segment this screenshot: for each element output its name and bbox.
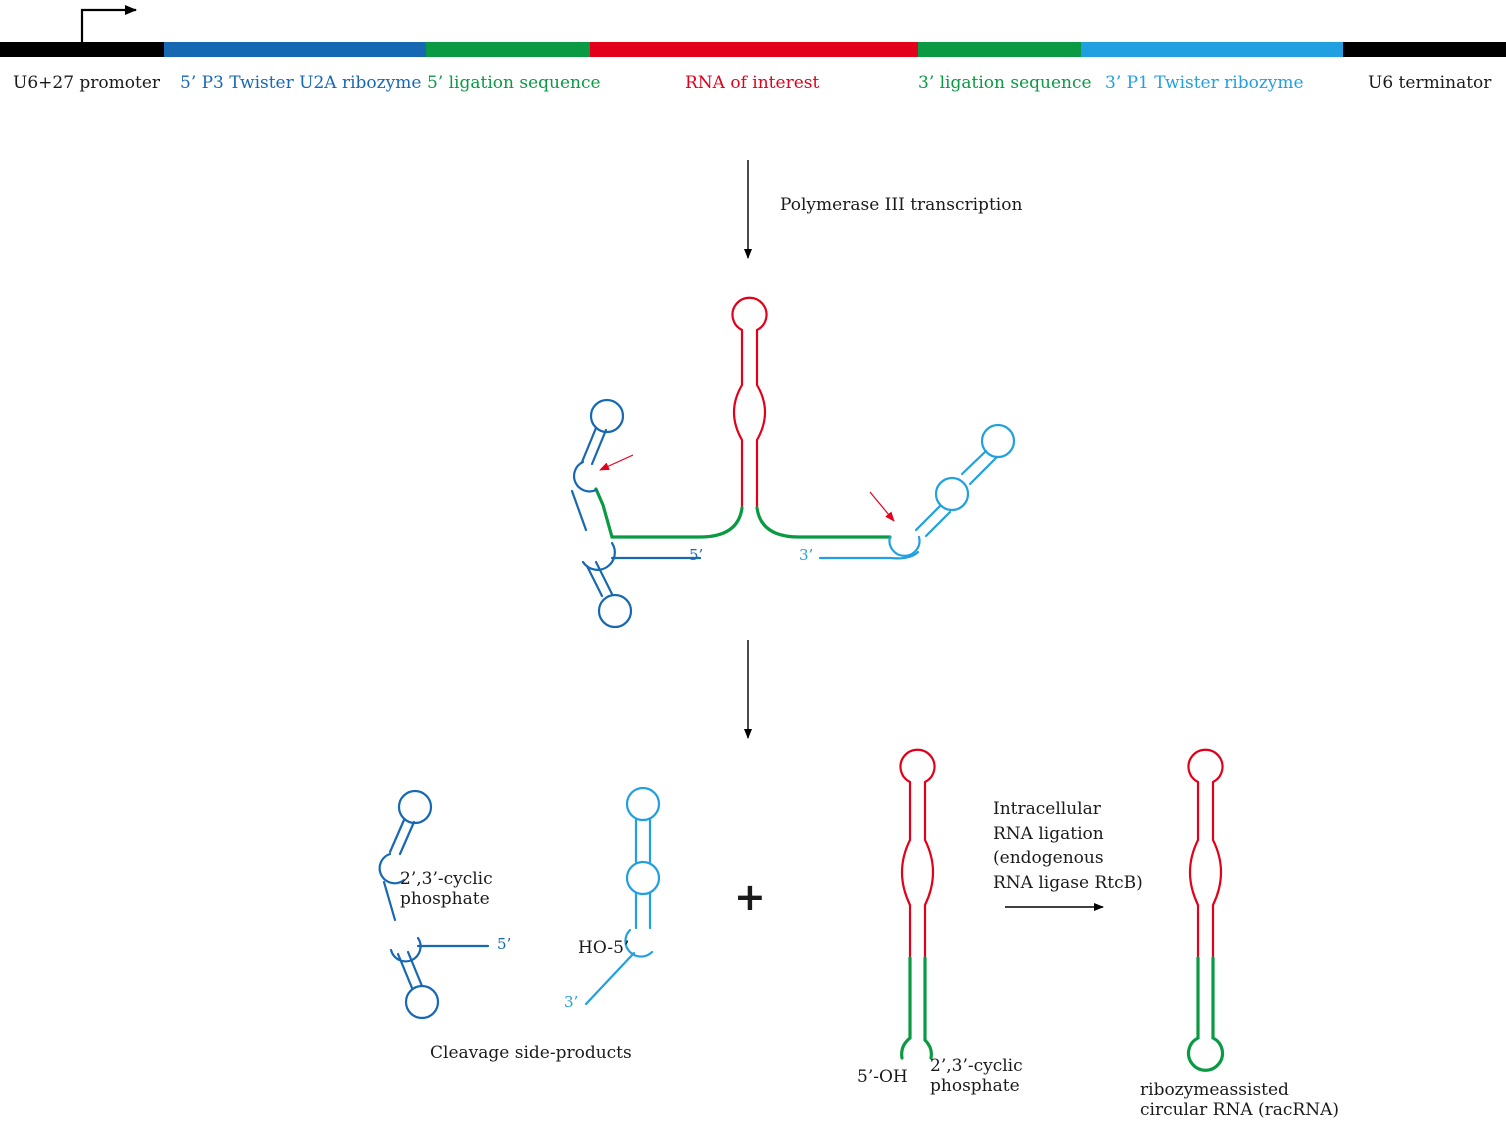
segment-u6-terminator — [1343, 42, 1506, 57]
side-product-3-fragment — [584, 786, 661, 1006]
side-product-3-end: 3’ — [564, 993, 579, 1011]
promoter-arrow — [80, 5, 137, 42]
ligation-label: Intracellular RNA ligation (endogenous R… — [993, 799, 1143, 893]
segment-rna-of-interest — [590, 42, 918, 57]
transcript-red-hairpin — [731, 296, 768, 510]
racrna-label: ribozymeassisted circular RNA (racRNA) — [1140, 1080, 1340, 1120]
side-products-caption: Cleavage side-products — [430, 1043, 632, 1063]
side-product-cyclic-phosphate: 2’,3’-cyclic phosphate — [400, 869, 493, 909]
side-product-5-end: 5’ — [497, 935, 512, 953]
segment-5-p3-twister — [164, 42, 426, 57]
label-5-ligation: 5’ ligation sequence — [427, 73, 601, 93]
label-5-p3-twister: 5’ P3 Twister U2A ribozyme — [180, 73, 422, 93]
transcript-right-ribozyme — [818, 423, 1016, 560]
segment-u6-promoter — [0, 42, 164, 57]
plus-sign: + — [734, 875, 766, 919]
transcript-5-end: 5’ — [689, 546, 704, 564]
cleavage-site-arrow-left — [599, 454, 634, 471]
label-u6-promoter: U6+27 promoter — [13, 73, 161, 93]
label-rna-of-interest: RNA of interest — [685, 73, 820, 93]
segment-3-p1-twister — [1081, 42, 1343, 57]
racrna-hairpin — [1186, 748, 1225, 1072]
construct-bar — [0, 42, 1506, 57]
transcription-label: Polymerase III transcription — [780, 195, 1023, 215]
label-3-p1-twister: 3’ P1 Twister ribozyme — [1105, 73, 1304, 93]
transcript-left-ribozyme — [570, 398, 702, 629]
segment-3-ligation — [918, 42, 1081, 57]
transcript-green-linkers — [594, 487, 892, 539]
linear-5-oh: 5’-OH — [857, 1067, 908, 1087]
side-product-5-fragment — [378, 789, 490, 1020]
transcript-3-end: 3’ — [799, 546, 814, 564]
label-3-ligation: 3’ ligation sequence — [918, 73, 1092, 93]
side-product-ho-5: HO-5’ — [578, 938, 630, 958]
label-u6-terminator: U6 terminator — [1368, 73, 1492, 93]
linear-cyclic-phosphate: 2’,3’-cyclic phosphate — [930, 1056, 1023, 1096]
segment-5-ligation — [426, 42, 590, 57]
linear-rna-hairpin — [899, 748, 936, 1060]
cleavage-site-arrow-right — [869, 491, 895, 522]
